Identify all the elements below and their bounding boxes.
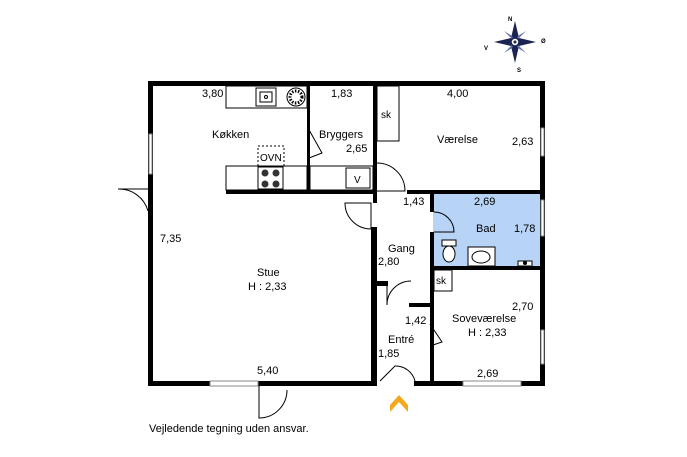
compass-e: Ø: [541, 39, 546, 45]
vaerelse-dim-right: 2,63: [512, 136, 533, 148]
stove-icon: [257, 166, 284, 190]
stue-name: Stue: [257, 267, 280, 279]
bad-dim-top: 2,69: [474, 196, 495, 208]
vaerelse-closet: [376, 85, 400, 142]
entrance-arrow-icon: [390, 395, 408, 412]
entre-name: Entré: [388, 334, 414, 346]
stue-dim-left: 7,35: [160, 233, 181, 245]
gang-dim-top: 1,43: [403, 196, 424, 208]
dishwasher-icon: [286, 87, 306, 107]
compass-w: V: [484, 46, 488, 52]
stue-height: H : 2,33: [248, 281, 287, 293]
kitchen-counters: [225, 85, 308, 191]
sovevaerelse-height: H : 2,33: [468, 327, 507, 339]
bad-name: Bad: [476, 223, 496, 235]
vaerelse-closet-label: sk: [381, 110, 392, 121]
kokken-name: Køkken: [212, 129, 249, 141]
tap-icon: [517, 260, 533, 267]
oven-outline: [257, 145, 285, 167]
sovevaerelse-name: Soveværelse: [452, 313, 516, 325]
toilet-icon: [441, 239, 457, 263]
bryggers-counter: [309, 165, 374, 191]
kokken-dim-top: 3,80: [202, 88, 223, 100]
windows: [148, 127, 545, 387]
gang-name: Gang: [388, 243, 415, 255]
vaerelse-name: Værelse: [437, 134, 478, 146]
bad-dim-right: 1,78: [514, 223, 535, 235]
gang-dim-left: 2,80: [378, 256, 399, 268]
entre-dim-left: 1,85: [378, 348, 399, 360]
compass-rose-icon: [494, 21, 536, 63]
bryggers-dim-top: 1,83: [331, 88, 352, 100]
door-swings: [117, 127, 455, 419]
oven-label: OVN: [260, 153, 282, 164]
vaerelse-dim-top: 4,00: [447, 88, 468, 100]
washer-box: [345, 167, 371, 189]
washer-label: V: [354, 175, 361, 186]
sovevaerelse-closet-label: sk: [436, 276, 447, 287]
disclaimer-text: Vejledende tegning uden ansvar.: [149, 423, 309, 435]
stue-dim-bottom: 5,40: [257, 365, 278, 377]
bryggers-name: Bryggers: [319, 129, 364, 141]
entre-dim-top: 1,42: [405, 315, 426, 327]
bryggers-dim-right: 2,65: [346, 143, 367, 155]
interior-walls: [226, 86, 545, 386]
sink-icon: [467, 246, 496, 267]
compass-n: N: [508, 17, 512, 23]
compass-s: S: [517, 68, 521, 74]
sovevaerelse-dim-right: 2,70: [512, 301, 533, 313]
sovevaerelse-closet: [433, 269, 453, 292]
sovevaerelse-dim-bottom: 2,69: [477, 368, 498, 380]
